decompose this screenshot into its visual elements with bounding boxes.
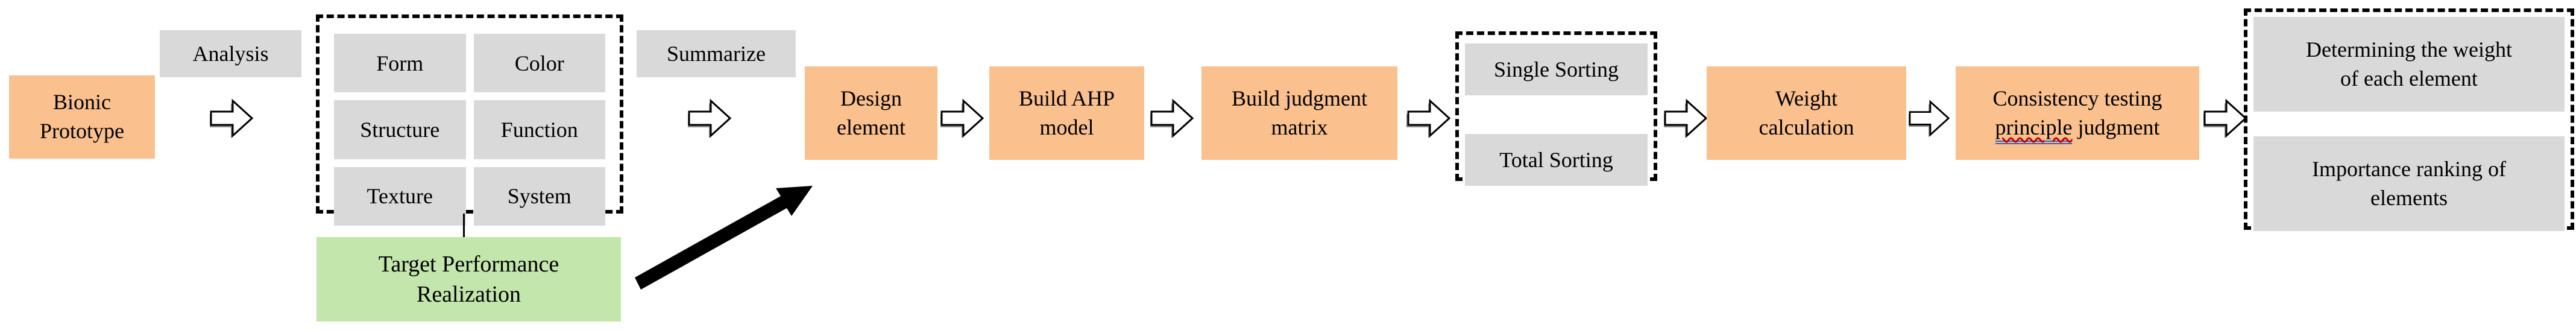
node-label: Weight calculation (1759, 86, 1854, 139)
node-label: Consistency testing principle judgment (1992, 84, 2162, 144)
right-arrow-icon (688, 98, 731, 138)
node-build-ahp-model: Build AHP model (989, 66, 1144, 160)
consistency-line2-rest: judgment (2077, 115, 2160, 139)
node-total-sorting: Total Sorting (1465, 134, 1648, 186)
node-label: Color (514, 51, 564, 75)
right-arrow-icon (1664, 98, 1707, 138)
flow-arrow-1 (210, 98, 253, 138)
right-arrow-icon (1150, 98, 1194, 138)
consistency-line1: Consistency testing (1992, 86, 2162, 110)
node-target-performance: Target Performance Realization (316, 237, 621, 322)
group-bionic-elements: Form Color Structure Function Texture Sy… (316, 14, 623, 226)
node-importance-ranking: Importance ranking of elements (2253, 136, 2565, 231)
node-label: Bionic Prototype (40, 90, 124, 143)
flow-arrow-4 (1150, 98, 1194, 138)
flow-arrow-7 (1909, 98, 1950, 138)
element-function: Function (473, 100, 605, 159)
node-label: Determining the weight of each element (2306, 37, 2512, 90)
node-label: Target Performance Realization (378, 251, 559, 307)
right-arrow-icon (210, 98, 253, 138)
connector-line (463, 214, 465, 237)
right-arrow-icon (1406, 98, 1451, 138)
element-texture: Texture (334, 167, 466, 226)
right-arrow-icon (2203, 98, 2247, 138)
flow-arrow-5 (1406, 98, 1452, 138)
element-color: Color (473, 34, 605, 93)
element-system: System (473, 167, 605, 226)
node-analysis: Analysis (160, 30, 301, 77)
element-form: Form (334, 34, 466, 93)
flow-arrow-6 (1664, 98, 1707, 138)
node-label: Form (376, 51, 424, 75)
node-label: Texture (367, 184, 433, 209)
node-label: Importance ranking of elements (2312, 156, 2506, 210)
spellchecked-word: principle (1995, 115, 2073, 144)
flow-arrow-2 (688, 98, 731, 138)
right-arrow-icon (1909, 100, 1950, 138)
node-design-element: Design element (805, 66, 937, 160)
group-sorting: Single Sorting Total Sorting (1455, 31, 1657, 186)
node-label: Total Sorting (1499, 148, 1613, 172)
node-label: Analysis (192, 42, 269, 66)
node-label: Build AHP model (1018, 86, 1115, 139)
node-label: Structure (360, 117, 440, 142)
node-consistency-testing: Consistency testing principle judgment (1956, 66, 2199, 160)
node-label: Summarize (667, 42, 766, 66)
element-structure: Structure (334, 100, 466, 159)
right-arrow-icon (940, 98, 984, 138)
consistency-line2: principle judgment (1995, 113, 2160, 144)
node-determining-weight: Determining the weight of each element (2253, 17, 2565, 112)
target-to-design-arrow (627, 169, 820, 296)
node-label: Build judgment matrix (1232, 86, 1367, 139)
flow-arrow-8 (2203, 98, 2247, 138)
up-right-arrow-icon (635, 186, 813, 290)
node-label: Function (500, 117, 578, 142)
node-build-judgment-matrix: Build judgment matrix (1201, 66, 1397, 160)
node-label: Single Sorting (1493, 57, 1619, 81)
node-bionic-prototype: Bionic Prototype (9, 75, 155, 159)
node-single-sorting: Single Sorting (1465, 43, 1648, 95)
node-label: Design element (837, 86, 905, 139)
node-summarize: Summarize (637, 30, 796, 77)
node-label: System (507, 184, 572, 209)
flow-arrow-3 (940, 98, 984, 138)
group-outputs: Determining the weight of each element I… (2244, 8, 2574, 231)
node-weight-calculation: Weight calculation (1707, 66, 1906, 160)
